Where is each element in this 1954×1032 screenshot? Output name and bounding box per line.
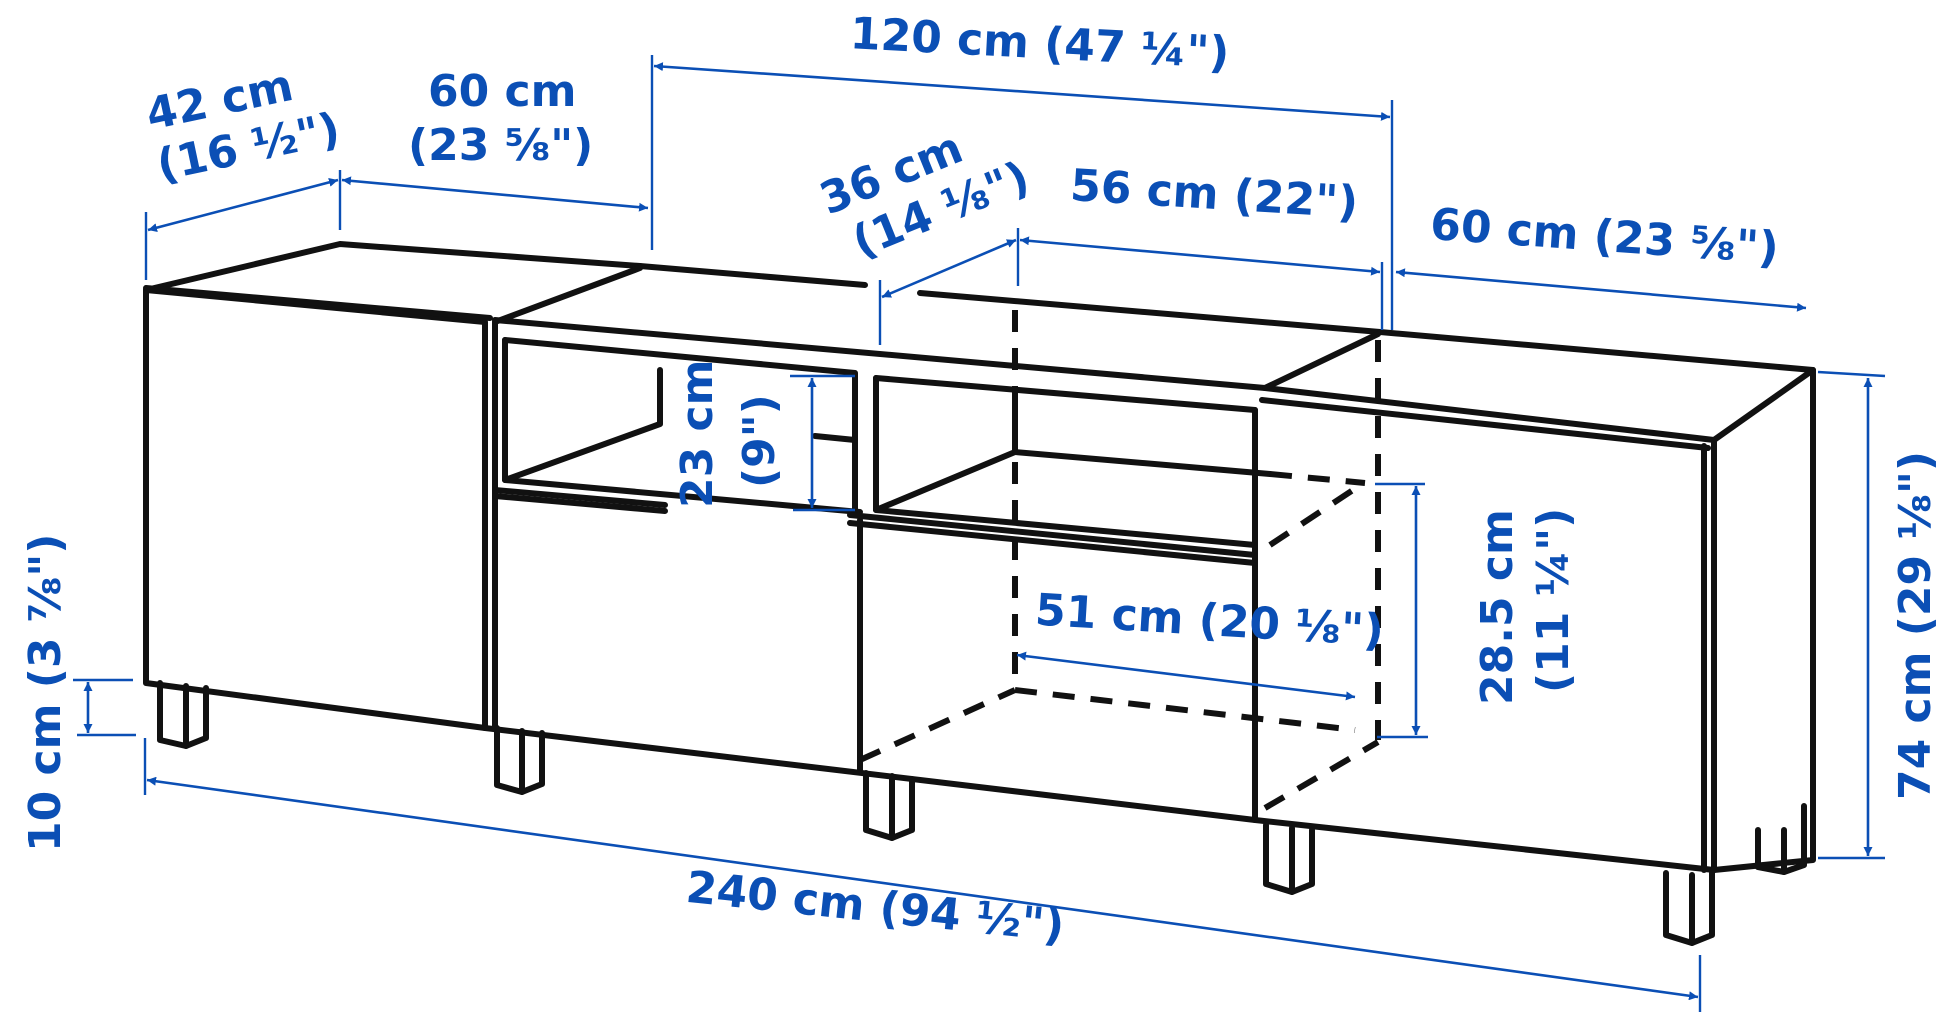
leg-3: [863, 770, 915, 841]
top-back-edge: [637, 263, 1816, 373]
leg-1: [157, 680, 209, 749]
svg-text:(11 ¼"): (11 ¼"): [1528, 508, 1579, 693]
label-width-right-60cm: 60 cm (23 ⅝"): [1429, 199, 1781, 274]
label-width-left-60cm: 60 cm (23 ⅝"): [408, 66, 593, 171]
middle-section: [482, 265, 1273, 823]
label-compartment-height-23cm: 23 cm (9"): [672, 360, 785, 508]
leg-5: [1663, 870, 1715, 946]
svg-text:60 cm: 60 cm: [428, 66, 576, 117]
dimension-labels: 42 cm (16 ½") 60 cm (23 ⅝") 120 cm (47 ¼…: [20, 8, 1941, 952]
label-total-width-240cm: 240 cm (94 ½"): [684, 862, 1067, 952]
svg-text:(23 ⅝"): (23 ⅝"): [408, 120, 593, 171]
label-inner-width-56cm: 56 cm (22"): [1069, 160, 1360, 228]
svg-text:(9"): (9"): [734, 394, 785, 488]
label-leg-height-10cm: 10 cm (3 ⅞"): [20, 534, 71, 852]
leg-2: [494, 725, 545, 795]
label-total-height-74cm: 74 cm (29 ⅛"): [1890, 451, 1941, 800]
dimension-lines: [73, 55, 1886, 1012]
label-inner-depth-36cm: 36 cm (14 ⅛"): [813, 122, 1036, 268]
leg-6: [1755, 803, 1807, 875]
label-depth-42cm: 42 cm (16 ½"): [142, 60, 345, 192]
svg-text:28.5 cm: 28.5 cm: [1472, 509, 1523, 705]
leg-4: [1263, 822, 1315, 895]
svg-text:23 cm: 23 cm: [672, 360, 723, 508]
label-width-120cm: 120 cm (47 ¼"): [849, 8, 1231, 79]
label-inner-height-28-5cm: 28.5 cm (11 ¼"): [1472, 508, 1579, 705]
label-inner-width-51cm: 51 cm (20 ⅛"): [1034, 585, 1386, 657]
left-door-cabinet: [143, 241, 643, 731]
